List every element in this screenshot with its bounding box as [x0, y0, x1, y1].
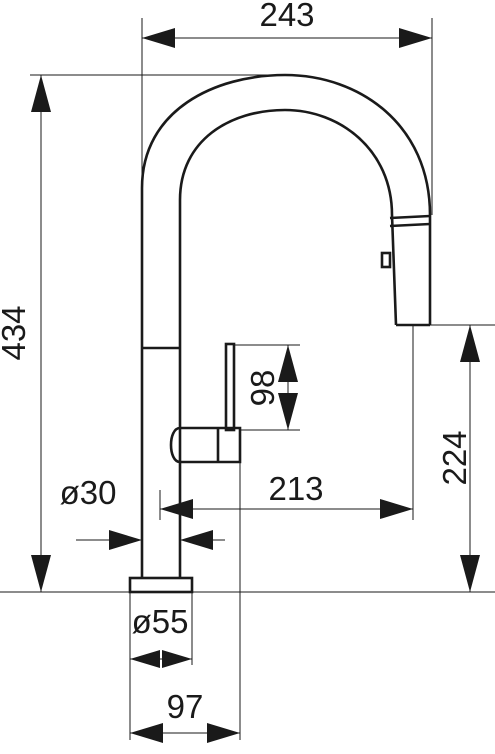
- dim-spout-reach: 213: [160, 470, 413, 519]
- dim-body-diameter: ø30: [60, 474, 225, 550]
- spray-head-joint-top: [389, 214, 431, 220]
- dim-overall-width-label: 243: [259, 0, 314, 33]
- spray-button: [380, 251, 392, 269]
- base-ring: [128, 576, 194, 594]
- dim-body-diameter-label: ø30: [60, 474, 117, 511]
- spray-head-joint-bottom: [389, 222, 431, 228]
- dim-base-diameter-label: ø55: [132, 603, 189, 640]
- handle-cartridge: [169, 426, 242, 464]
- dim-outlet-height-label: 224: [436, 430, 473, 485]
- dim-overall-height-label: 434: [0, 305, 32, 360]
- dim-handle-height-label: 98: [244, 370, 281, 407]
- extension-lines: [0, 18, 495, 740]
- dim-base-diameter: ø55: [130, 603, 192, 668]
- dim-handle-height: 98: [244, 345, 298, 430]
- handle-lever: [224, 342, 236, 432]
- spout-inner-contour: [178, 108, 398, 578]
- dim-outlet-height: 224: [436, 325, 480, 592]
- dim-overall-height: 434: [0, 75, 51, 592]
- dim-mounting-width: 97: [130, 688, 240, 743]
- dim-overall-width: 243: [142, 0, 432, 48]
- dim-spout-reach-label: 213: [268, 470, 323, 507]
- dim-mounting-width-label: 97: [167, 688, 204, 725]
